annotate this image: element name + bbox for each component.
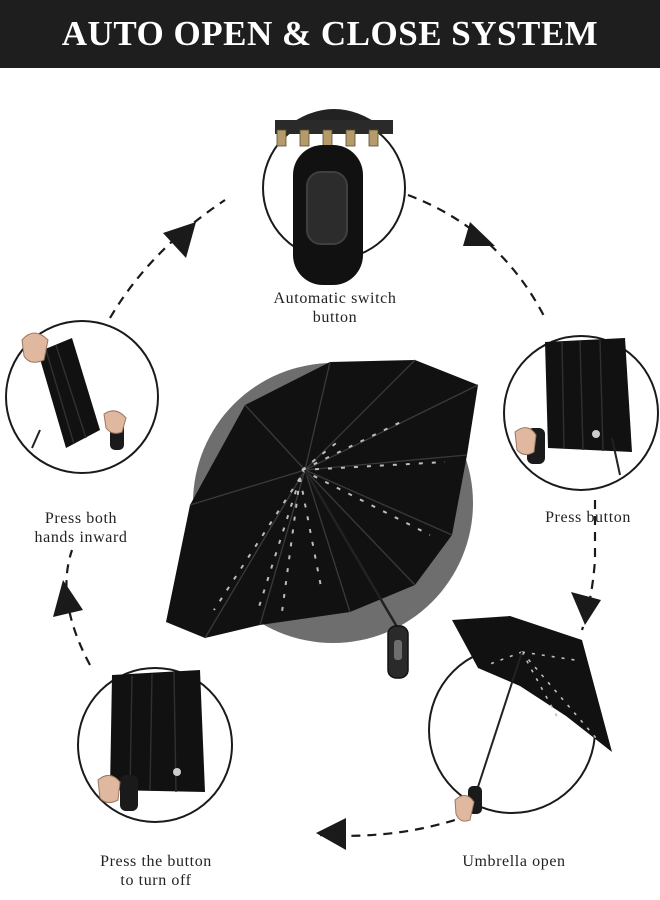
caption-line: hands inward xyxy=(34,529,128,546)
arrowhead-top-left-icon xyxy=(163,222,196,258)
caption-line: button xyxy=(312,309,358,326)
process-diagram xyxy=(5,109,659,850)
central-umbrella-illustration xyxy=(166,359,479,679)
caption-line: Press the button xyxy=(100,853,212,870)
caption-line: Automatic switch xyxy=(273,290,397,307)
caption-line: Press button xyxy=(545,509,631,526)
arrowhead-left-icon xyxy=(53,580,83,617)
hand-icon xyxy=(514,427,537,456)
cycle-arrowheads xyxy=(53,222,601,850)
umbrella-open-shaft xyxy=(476,651,523,791)
step-circle-press-button xyxy=(503,335,659,491)
caption-turn-off: Press the button to turn off xyxy=(72,852,240,890)
step-circle-umbrella-open xyxy=(428,616,612,822)
caption-line: Press both xyxy=(44,510,118,527)
step-circle-switch-button xyxy=(262,109,406,285)
arrowhead-top-right-icon xyxy=(463,222,495,246)
switch-button-icon xyxy=(306,171,348,245)
connector-top-right xyxy=(407,193,546,319)
connector-top-left xyxy=(109,199,226,319)
caption-automatic-switch: Automatic switch button xyxy=(230,289,440,327)
title-banner: AUTO OPEN & CLOSE SYSTEM xyxy=(0,0,660,68)
step-circle-press-inward xyxy=(5,320,159,474)
arrowhead-right-icon xyxy=(571,592,601,625)
arrowhead-bottom-icon xyxy=(316,818,346,850)
umbrella-shaft xyxy=(303,469,402,633)
caption-press-button: Press button xyxy=(520,508,656,527)
caption-press-inward: Press both hands inward xyxy=(18,509,144,547)
caption-line: Umbrella open xyxy=(462,853,566,870)
caption-umbrella-open: Umbrella open xyxy=(430,852,598,871)
step-circle-turn-off xyxy=(77,667,233,823)
page-title: AUTO OPEN & CLOSE SYSTEM xyxy=(61,14,599,53)
caption-line: to turn off xyxy=(120,872,192,889)
